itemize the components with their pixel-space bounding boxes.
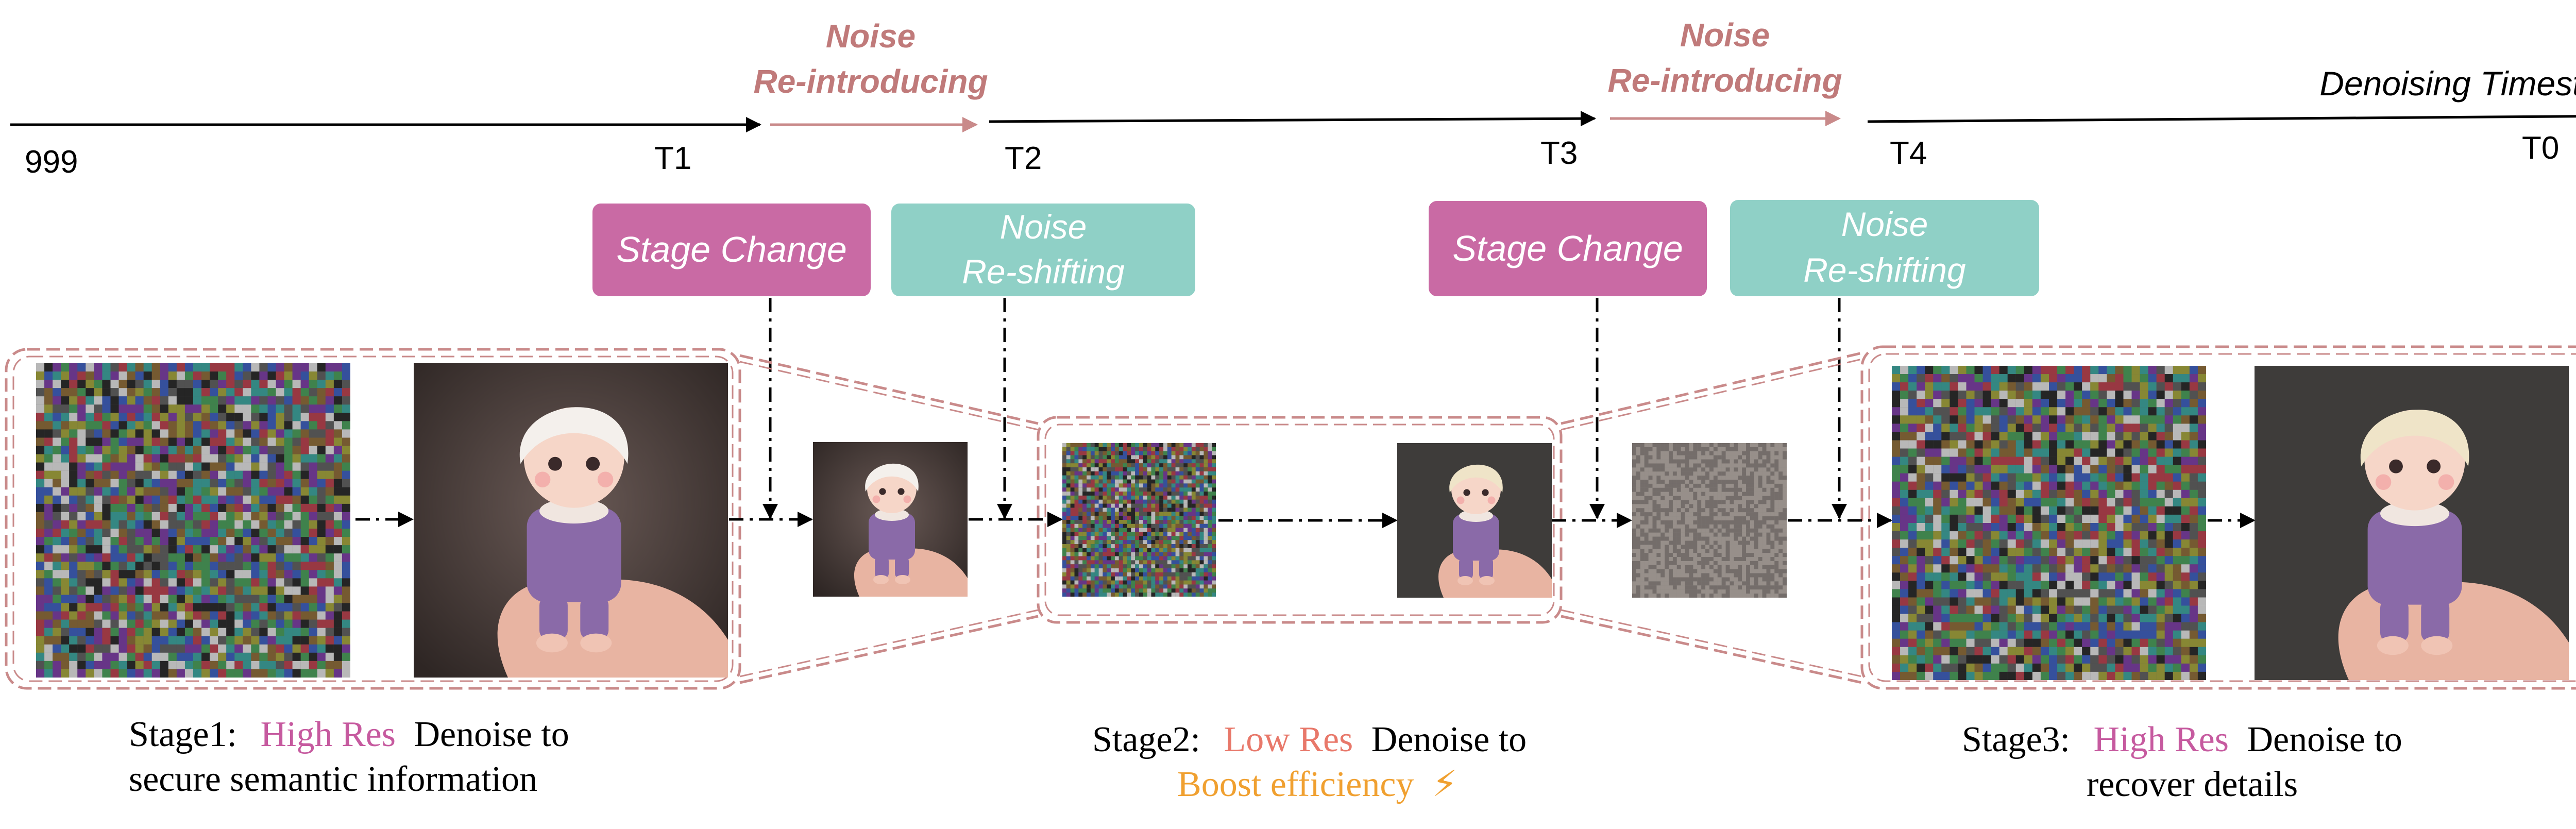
stage2-rest: Denoise to [1371, 720, 1527, 759]
reintro-label-2-line1: Noise [1680, 16, 1770, 54]
stage2-caption-line2: Boost efficiency ⚡ [1177, 764, 1458, 804]
stage1-caption-line1: Stage1: High Res Denoise to [129, 715, 569, 754]
stage1-res: High Res [260, 715, 396, 754]
noise-image-stage3 [1892, 366, 2206, 680]
tick-label-t1: T1 [654, 141, 691, 176]
tick-label-t2: T2 [1005, 141, 1042, 176]
noise-reshift-label-2-line2: Re-shifting [1803, 251, 1966, 289]
zoom-guide-lines [739, 351, 1862, 684]
noise-reshift-label-1-line1: Noise [1000, 208, 1087, 246]
vertical-connectors [762, 298, 1847, 519]
doll-image-stage3 [2255, 366, 2569, 680]
stage2-name: Stage2: [1092, 720, 1200, 759]
stage-change-box-1 [592, 204, 871, 296]
stage3-rest: Denoise to [2247, 720, 2402, 759]
noise-reshift-label-2-line1: Noise [1841, 205, 1928, 243]
noise-reshift-label-1-line2: Re-shifting [962, 252, 1125, 291]
stage-change-label-2: Stage Change [1452, 228, 1683, 268]
tick-label-t3: T3 [1540, 136, 1578, 171]
stage1-name: Stage1: [129, 715, 237, 754]
stage3-caption-line2: recover details [2087, 765, 2298, 804]
tick-label-t4: T4 [1890, 136, 1927, 171]
stage2-caption-line1: Stage2: Low Res Denoise to [1092, 720, 1527, 759]
reintro-label-2-line2: Re-introducing [1607, 62, 1842, 99]
doll-image-stage1 [414, 363, 728, 678]
noise-image-transition-2 [1632, 443, 1787, 598]
noise-image-stage1 [36, 363, 350, 678]
tick-label-t0: T0 [2522, 130, 2559, 166]
lightning-icon: ⚡ [1432, 764, 1458, 804]
stage2-boost: Boost efficiency [1177, 765, 1414, 804]
timeline: Denoising Timestep 999 T1 T2 T3 T4 T0 No… [10, 16, 2576, 180]
stage3-caption-line1: Stage3: High Res Denoise to [1962, 720, 2402, 759]
operation-boxes: Stage Change Noise Re-shifting Stage Cha… [592, 200, 2039, 296]
flow-arrows [355, 512, 2256, 528]
reintro-label-1-line2: Re-introducing [753, 63, 988, 100]
stage3-frame [1860, 345, 2576, 690]
doll-image-stage2 [1397, 443, 1552, 598]
tick-label-999: 999 [25, 144, 78, 180]
stage1-rest: Denoise to [414, 715, 569, 754]
stage-change-label-1: Stage Change [616, 229, 847, 269]
stage3-res: High Res [2093, 720, 2229, 759]
stage-images [36, 363, 2569, 680]
noise-image-stage2 [1062, 443, 1216, 597]
timeline-segment-3 [1867, 115, 2576, 123]
doll-image-transition-1 [813, 442, 968, 597]
reintro-label-1-line1: Noise [826, 18, 916, 55]
stage3-name: Stage3: [1962, 720, 2070, 759]
stage1-caption-line2: secure semantic information [129, 759, 537, 799]
timeline-segment-2 [989, 111, 1596, 127]
stage-captions: Stage1: High Res Denoise to secure seman… [129, 715, 2402, 804]
axis-title: Denoising Timestep [2319, 64, 2576, 103]
stage-change-box-2 [1429, 201, 1707, 296]
stage2-res: Low Res [1224, 720, 1353, 759]
noise-reshift-box-2 [1730, 200, 2039, 296]
noise-reshift-box-1 [891, 204, 1195, 296]
